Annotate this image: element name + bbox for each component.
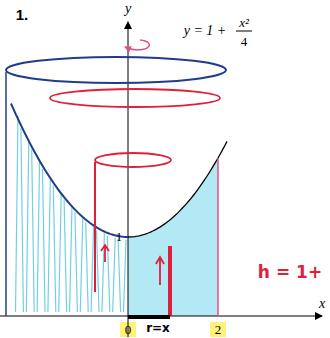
tick-label: 0 xyxy=(125,323,132,336)
hand-shell xyxy=(50,89,220,107)
highlight xyxy=(120,322,136,337)
fraction-bar xyxy=(236,31,252,32)
highlight xyxy=(210,322,226,337)
x-axis xyxy=(0,316,322,317)
curve xyxy=(128,141,227,237)
equation: y = 1 + xyxy=(184,24,227,38)
equation-numerator: x² xyxy=(239,16,249,29)
hand-arrow xyxy=(156,257,164,285)
hand-curve xyxy=(11,103,128,237)
equation-denominator: 4 xyxy=(241,35,248,48)
hand-shell-wall xyxy=(94,162,96,292)
radius-bar xyxy=(128,315,170,319)
axis-label: y xyxy=(125,2,131,16)
hand-shell-height xyxy=(168,246,172,316)
hand-note: r=x xyxy=(146,322,170,334)
hand-arrow xyxy=(101,245,109,262)
y-axis xyxy=(128,22,129,337)
hand-line xyxy=(5,72,7,316)
rotation-arrow xyxy=(125,40,149,50)
tick-label: 1 xyxy=(116,230,123,243)
hand-shell xyxy=(95,153,171,167)
shaded-region xyxy=(128,158,218,316)
hand-bowl-rim xyxy=(6,57,226,83)
figure-number: 1. xyxy=(16,7,29,22)
boundary-line xyxy=(217,158,219,316)
axis-label: x xyxy=(319,297,325,311)
tick-label: 2 xyxy=(215,323,222,336)
hand-note: h = 1+ xyxy=(258,264,322,281)
